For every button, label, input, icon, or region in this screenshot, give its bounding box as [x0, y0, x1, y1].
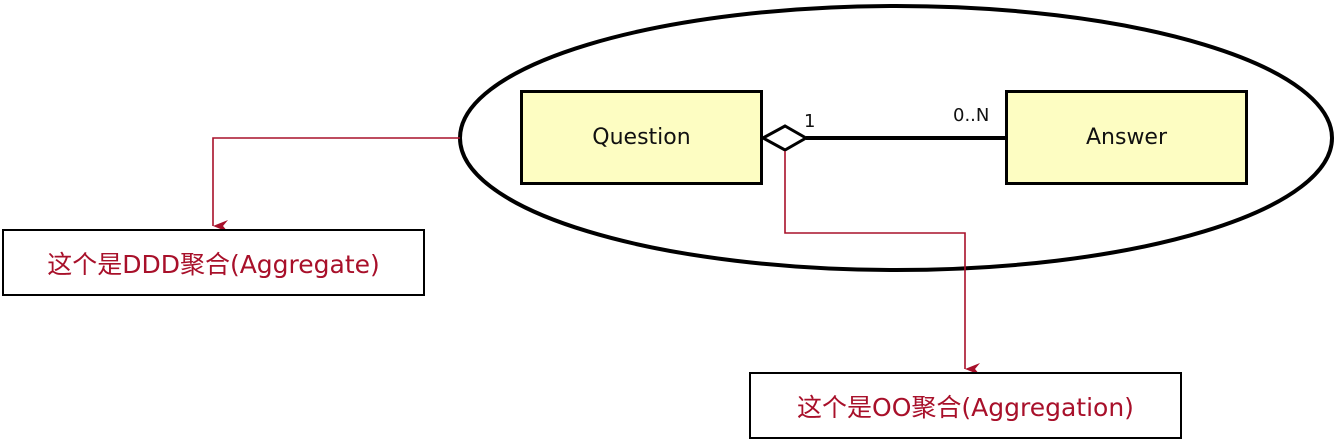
ddd-note-connector [212, 137, 460, 232]
class-question[interactable]: Question [520, 90, 763, 185]
oo-note-connector [784, 151, 980, 375]
oo-aggregation-note-text: 这个是OO聚合(Aggregation) [797, 392, 1134, 422]
class-answer-label: Answer [1085, 125, 1168, 150]
ddd-aggregate-note[interactable]: 这个是DDD聚合(Aggregate) [2, 229, 425, 296]
aggregation-diamond-icon [759, 124, 810, 152]
source-multiplicity: 1 [804, 111, 816, 132]
class-answer[interactable]: Answer [1005, 90, 1248, 185]
class-question-label: Question [592, 125, 691, 150]
oo-aggregation-note[interactable]: 这个是OO聚合(Aggregation) [749, 372, 1182, 439]
target-multiplicity: 0..N [953, 105, 990, 126]
ddd-aggregate-note-text: 这个是DDD聚合(Aggregate) [47, 249, 380, 279]
